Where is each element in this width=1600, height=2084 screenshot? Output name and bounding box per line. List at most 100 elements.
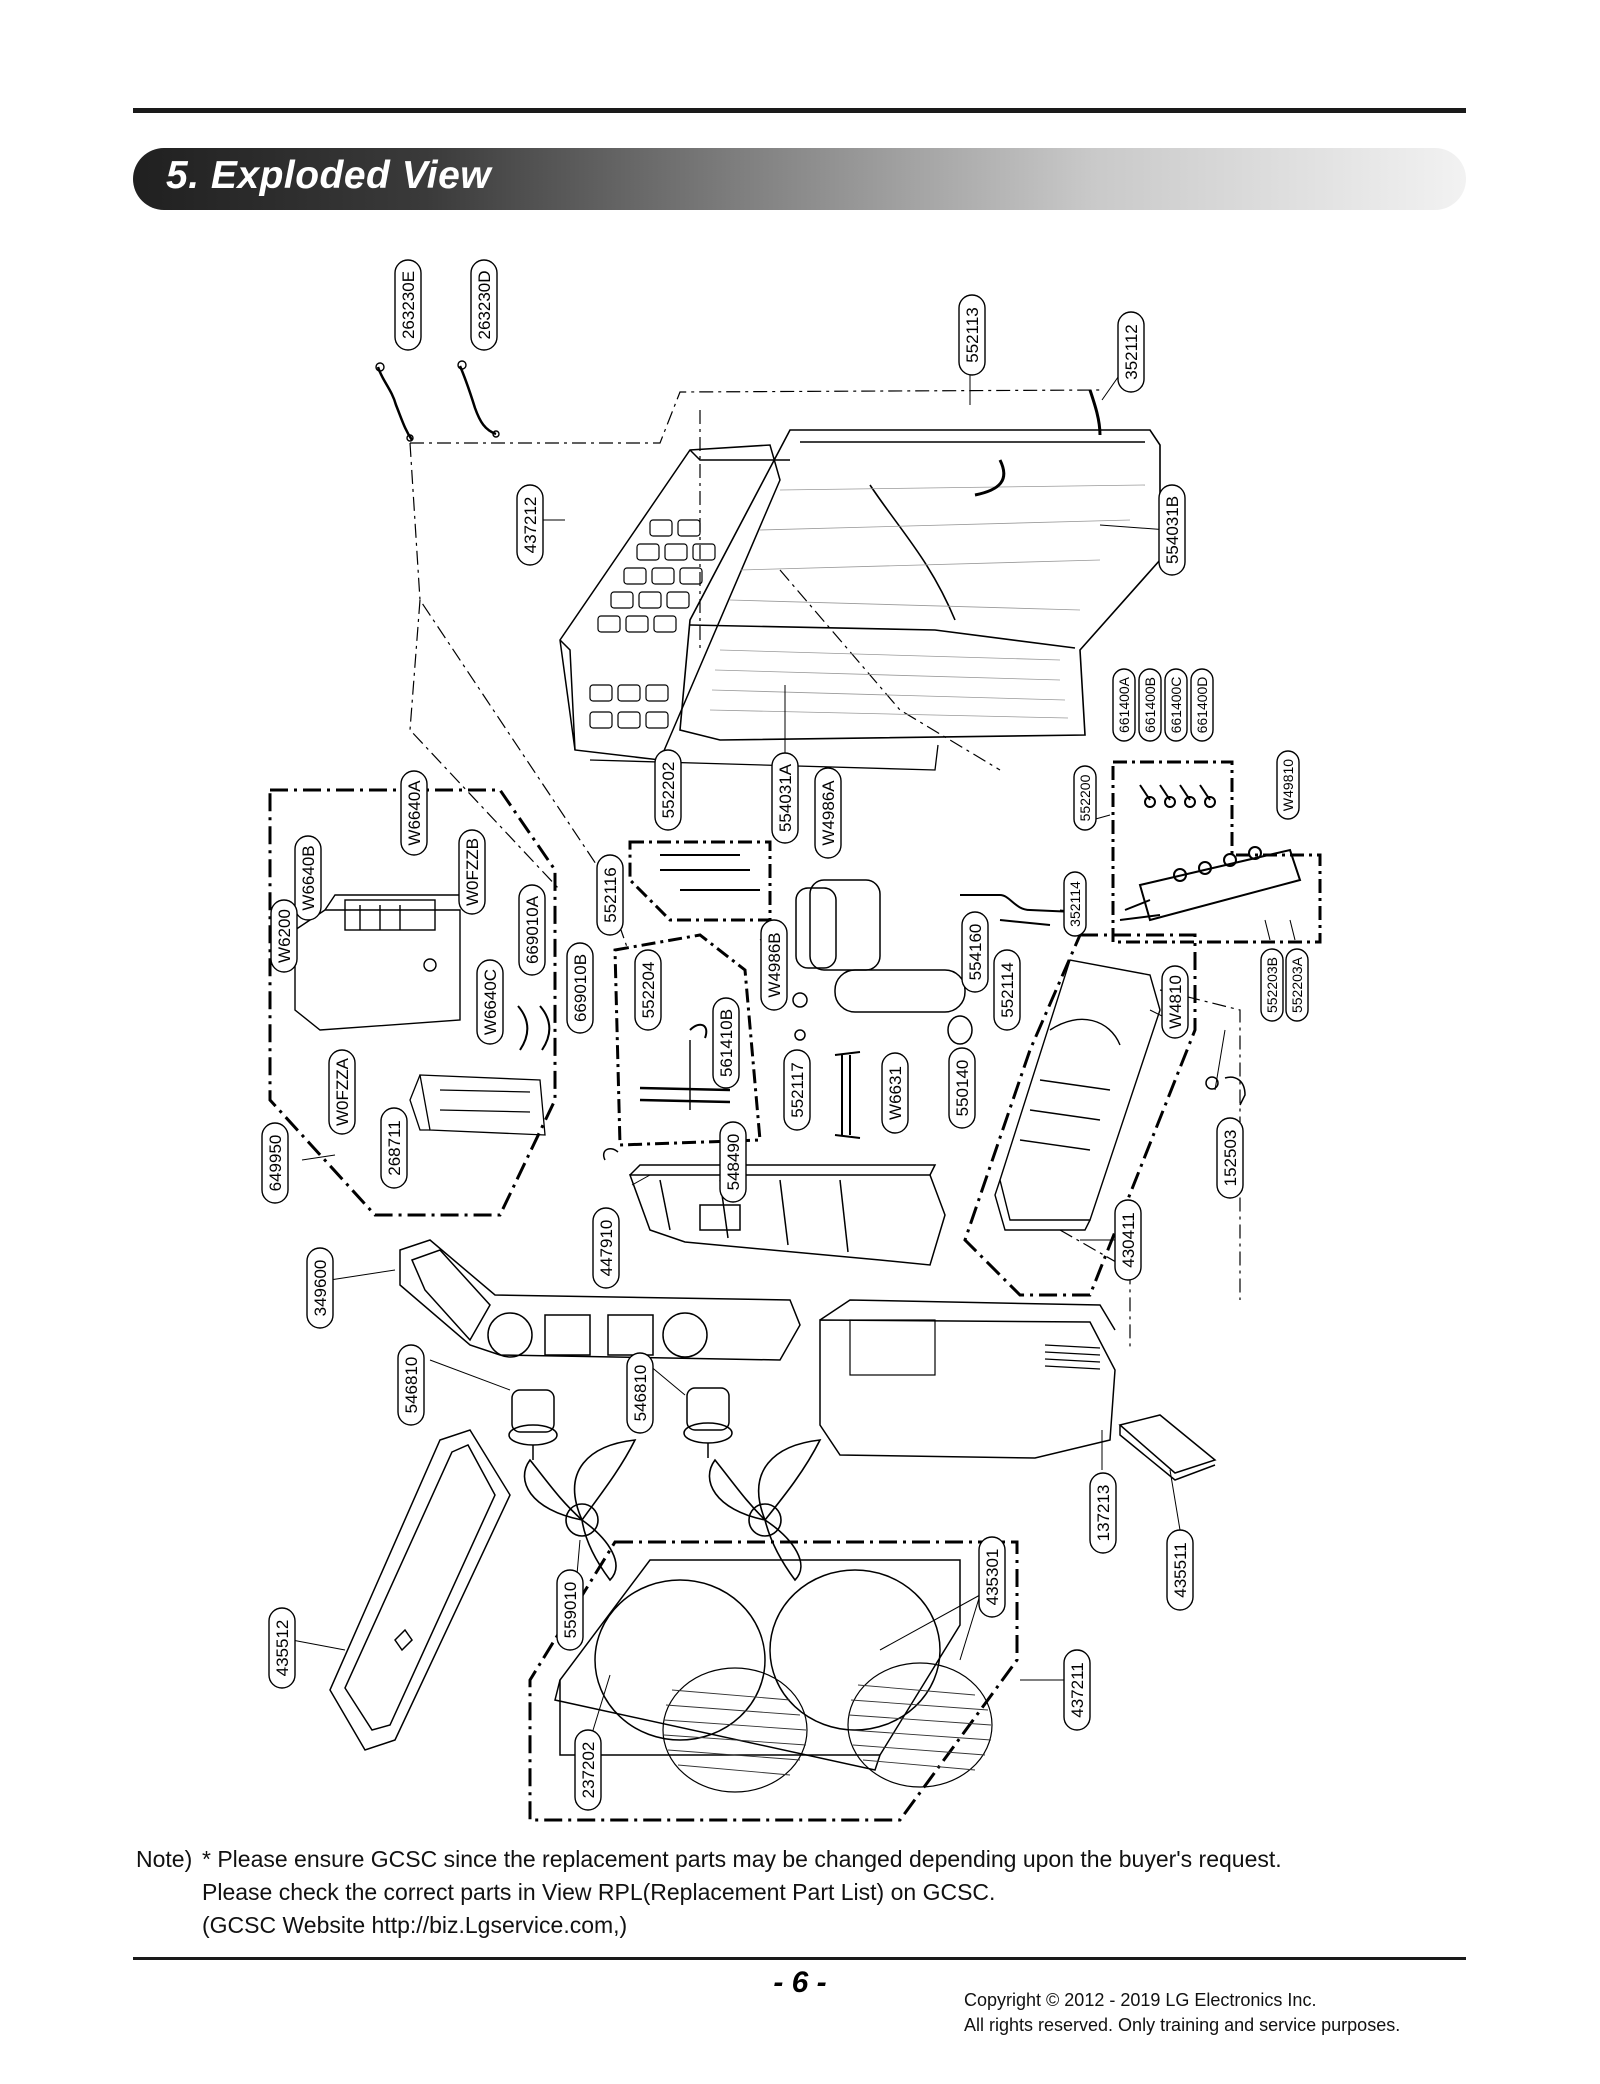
svg-text:W4986A: W4986A bbox=[819, 780, 838, 846]
note-prefix: Note) bbox=[136, 1846, 193, 1872]
note-text-1: * Please ensure GCSC since the replaceme… bbox=[202, 1846, 1282, 1872]
svg-text:435301: 435301 bbox=[983, 1549, 1002, 1606]
fan-blades-right bbox=[708, 1439, 822, 1582]
label-554031A: 554031A bbox=[771, 752, 799, 844]
svg-text:554031B: 554031B bbox=[1163, 496, 1182, 564]
svg-text:661400A: 661400A bbox=[1116, 676, 1132, 733]
svg-text:237202: 237202 bbox=[579, 1742, 598, 1799]
svg-text:661400C: 661400C bbox=[1168, 677, 1184, 734]
harness-w6631 bbox=[834, 1051, 861, 1139]
svg-text:W6640B: W6640B bbox=[299, 845, 318, 910]
note-line-3: (GCSC Website http://biz.Lgservice.com,) bbox=[202, 1912, 628, 1938]
label-661400B: 661400B bbox=[1138, 668, 1162, 742]
section-title: 5. Exploded View bbox=[166, 154, 492, 197]
svg-text:W6640C: W6640C bbox=[481, 969, 500, 1035]
copyright-line-1: Copyright © 2012 - 2019 LG Electronics I… bbox=[964, 1990, 1317, 2010]
label-W0FZZB: W0FZZB bbox=[458, 829, 486, 915]
svg-text:552114: 552114 bbox=[998, 962, 1017, 1017]
svg-text:649950: 649950 bbox=[266, 1135, 285, 1192]
label-552200: 552200 bbox=[1073, 765, 1097, 831]
label-669010A: 669010A bbox=[518, 884, 546, 976]
svg-text:349600: 349600 bbox=[311, 1260, 330, 1317]
label-W6631: W6631 bbox=[881, 1052, 909, 1134]
label-263230E: 263230E bbox=[394, 259, 422, 351]
svg-text:552113: 552113 bbox=[963, 307, 982, 362]
label-661400C: 661400C bbox=[1164, 668, 1188, 742]
top-rule bbox=[133, 108, 1466, 113]
label-649950: 649950 bbox=[261, 1122, 289, 1204]
label-552204: 552204 bbox=[634, 949, 662, 1031]
label-552202: 552202 bbox=[654, 749, 682, 831]
svg-text:W6640A: W6640A bbox=[405, 780, 424, 846]
base-pan-430411 bbox=[963, 933, 1197, 1297]
svg-text:661400D: 661400D bbox=[1194, 677, 1210, 734]
svg-text:W6200: W6200 bbox=[275, 909, 294, 963]
label-268711: 268711 bbox=[380, 1107, 408, 1189]
label-548490: 548490 bbox=[719, 1121, 747, 1203]
label-435512: 435512 bbox=[268, 1607, 296, 1689]
front-panel-437211 bbox=[528, 1540, 1019, 1822]
svg-text:435511: 435511 bbox=[1171, 1542, 1190, 1597]
svg-text:669010A: 669010A bbox=[523, 895, 542, 964]
svg-text:263230D: 263230D bbox=[475, 270, 494, 339]
label-W4986B: W4986B bbox=[760, 919, 788, 1011]
copyright: Copyright © 2012 - 2019 LG Electronics I… bbox=[964, 1988, 1400, 2038]
label-447910: 447910 bbox=[592, 1207, 620, 1289]
section-banner: 5. Exploded View bbox=[133, 148, 1466, 210]
heat-exchanger bbox=[679, 389, 1161, 741]
svg-text:552200: 552200 bbox=[1077, 774, 1093, 821]
label-437211: 437211 bbox=[1063, 1649, 1091, 1731]
label-349600: 349600 bbox=[306, 1247, 334, 1329]
label-W4986A: W4986A bbox=[814, 767, 842, 859]
piping-552114 bbox=[960, 894, 1076, 926]
label-559010: 559010 bbox=[556, 1569, 584, 1651]
label-W4810: W4810 bbox=[1161, 965, 1189, 1039]
box-552116 bbox=[628, 840, 772, 922]
cable-263230d bbox=[457, 360, 500, 438]
compressor-insulator bbox=[792, 879, 973, 1045]
svg-text:137213: 137213 bbox=[1094, 1485, 1113, 1542]
svg-text:W6631: W6631 bbox=[886, 1066, 905, 1120]
svg-text:552203B: 552203B bbox=[1264, 957, 1280, 1013]
note-line-1: Note) * Please ensure GCSC since the repl… bbox=[136, 1843, 1282, 1876]
cable-263230e bbox=[375, 362, 414, 442]
svg-text:554031A: 554031A bbox=[776, 763, 795, 832]
label-669010B: 669010B bbox=[566, 942, 594, 1034]
fan-motor-left bbox=[508, 1389, 558, 1460]
svg-text:435512: 435512 bbox=[273, 1620, 292, 1677]
label-561410B: 561410B bbox=[712, 997, 740, 1089]
svg-text:546810: 546810 bbox=[402, 1357, 421, 1414]
exploded-view-diagram: 263230E 263230D 552113 352112 437212 554… bbox=[261, 259, 1322, 1822]
svg-text:552202: 552202 bbox=[659, 762, 678, 819]
label-W6640B: W6640B bbox=[294, 835, 322, 921]
svg-text:546810: 546810 bbox=[631, 1365, 650, 1422]
svg-text:430411: 430411 bbox=[1119, 1212, 1138, 1267]
bottom-rule bbox=[133, 1957, 1466, 1960]
svg-text:W49810: W49810 bbox=[1280, 759, 1296, 811]
box-552204 bbox=[613, 933, 762, 1147]
label-552116: 552116 bbox=[596, 854, 624, 936]
label-554031B: 554031B bbox=[1158, 484, 1186, 576]
label-552203B: 552203B bbox=[1260, 948, 1284, 1022]
fan-motor-right bbox=[683, 1387, 733, 1458]
svg-text:552116: 552116 bbox=[601, 867, 620, 922]
label-550140: 550140 bbox=[948, 1047, 976, 1129]
label-552117: 552117 bbox=[783, 1049, 811, 1131]
label-W6200: W6200 bbox=[270, 899, 298, 973]
svg-text:437211: 437211 bbox=[1068, 1662, 1087, 1717]
label-237202: 237202 bbox=[574, 1729, 602, 1811]
svg-text:352114: 352114 bbox=[1067, 881, 1083, 927]
label-437212: 437212 bbox=[516, 484, 544, 566]
fan-blades-left bbox=[523, 1439, 637, 1582]
svg-text:268711: 268711 bbox=[385, 1120, 404, 1175]
label-435511: 435511 bbox=[1166, 1529, 1194, 1611]
svg-text:152503: 152503 bbox=[1221, 1130, 1240, 1187]
note-line-2: Please check the correct parts in View R… bbox=[202, 1879, 996, 1905]
drain-152503 bbox=[1205, 1076, 1246, 1106]
svg-text:552117: 552117 bbox=[788, 1062, 807, 1117]
label-430411: 430411 bbox=[1114, 1199, 1142, 1281]
label-352114: 352114 bbox=[1063, 871, 1087, 937]
label-554160: 554160 bbox=[961, 911, 989, 993]
label-W0FZZA: W0FZZA bbox=[328, 1049, 356, 1135]
valve-box-552200 bbox=[1111, 760, 1322, 944]
